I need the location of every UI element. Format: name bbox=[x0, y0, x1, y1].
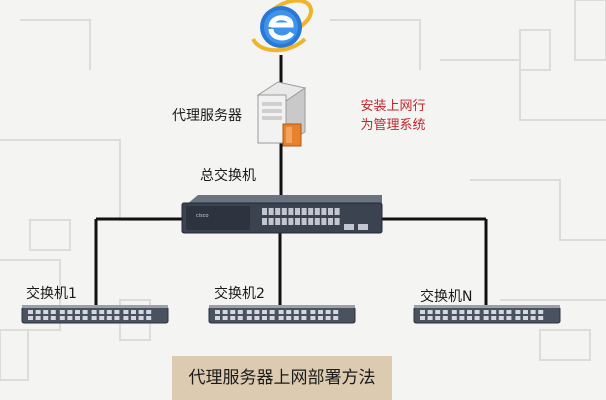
svg-text:cisco: cisco bbox=[196, 213, 209, 219]
proxy-server-label: 代理服务器 bbox=[172, 108, 242, 124]
switch-1-label: 交换机1 bbox=[26, 286, 77, 302]
server-tower-icon bbox=[258, 82, 305, 146]
core-switch-label: 总交换机 bbox=[200, 168, 256, 184]
annotation-line-1: 安装上网行 bbox=[333, 98, 453, 116]
internet-explorer-icon bbox=[253, 1, 311, 51]
diagram-caption: 代理服务器上网部署方法 bbox=[172, 356, 392, 400]
rack-switch-icon: cisco bbox=[182, 195, 382, 233]
annotation-line-2: 为管理系统 bbox=[333, 117, 453, 135]
access-switch-1-icon bbox=[22, 305, 168, 323]
access-switch-2-icon bbox=[209, 305, 355, 323]
switch-2-label: 交换机2 bbox=[214, 286, 265, 302]
switch-n-label: 交换机N bbox=[420, 289, 472, 305]
access-switch-n-icon bbox=[414, 305, 560, 323]
access-switches bbox=[22, 305, 560, 323]
